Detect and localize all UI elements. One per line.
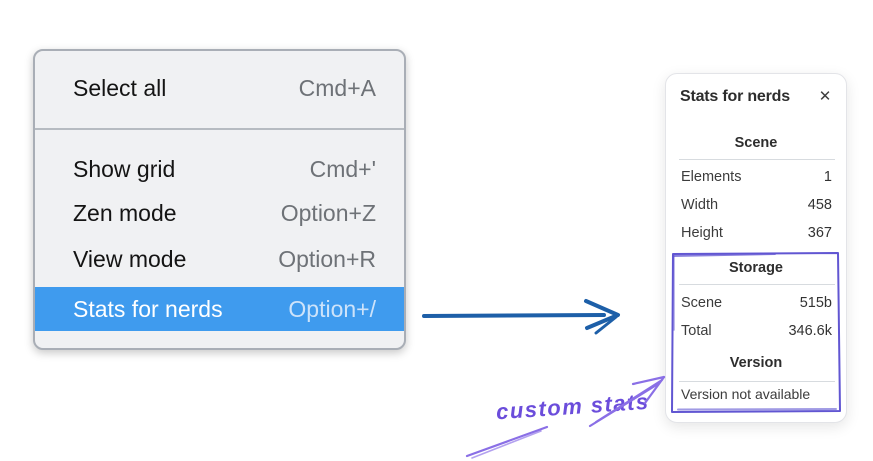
stat-value: 1 [823,169,832,185]
flow-arrow [422,299,620,335]
section-heading-scene: Scene [734,135,778,151]
stat-value: 515b [799,295,832,311]
section-divider [679,159,835,160]
section-divider [679,381,835,382]
stat-row-width: Width 458 [681,195,832,215]
menu-item-shortcut: Cmd+A [298,74,376,101]
menu-item-zen-mode[interactable]: Zen mode Option+Z [35,191,404,235]
stats-panel: Stats for nerds ✕ Scene Elements 1 Width… [665,73,847,423]
close-icon[interactable]: ✕ [818,88,832,105]
stat-label: Height [681,225,723,241]
stat-row-scene-storage: Scene 515b [681,293,832,313]
menu-item-select-all[interactable]: Select all Cmd+A [35,66,404,110]
stat-label: Total [681,323,712,339]
menu-item-stats-for-nerds[interactable]: Stats for nerds Option+/ [35,287,404,331]
section-heading-version: Version [729,355,783,371]
stat-row-elements: Elements 1 [681,167,832,187]
stat-label: Width [681,197,719,213]
menu-divider [35,128,404,130]
stats-panel-title: Stats for nerds [680,88,790,105]
stat-row-height: Height 367 [681,223,832,243]
version-note: Version not available [681,386,811,402]
menu-item-view-mode[interactable]: View mode Option+R [35,237,404,281]
context-menu: Select all Cmd+A Show grid Cmd+' Zen mod… [33,49,406,350]
stat-label: Scene [681,295,723,311]
section-divider [679,284,835,285]
menu-item-shortcut: Option+/ [288,295,376,322]
stat-label: Elements [681,169,742,185]
annotation-custom-stats-label: custom stats [495,388,651,425]
menu-item-show-grid[interactable]: Show grid Cmd+' [35,147,404,191]
menu-item-label: Select all [73,74,167,101]
section-heading-storage: Storage [729,260,783,276]
stat-row-total-storage: Total 346.6k [681,321,832,341]
menu-item-label: Zen mode [73,199,177,226]
menu-item-shortcut: Option+Z [280,199,376,226]
menu-item-shortcut: Cmd+' [309,155,376,182]
stat-value: 367 [807,225,832,241]
menu-item-label: Show grid [73,155,176,182]
stat-value: 458 [807,197,832,213]
menu-item-shortcut: Option+R [278,245,376,272]
menu-item-label: View mode [73,245,187,272]
menu-item-label: Stats for nerds [73,295,223,322]
stat-value: 346.6k [788,323,832,339]
